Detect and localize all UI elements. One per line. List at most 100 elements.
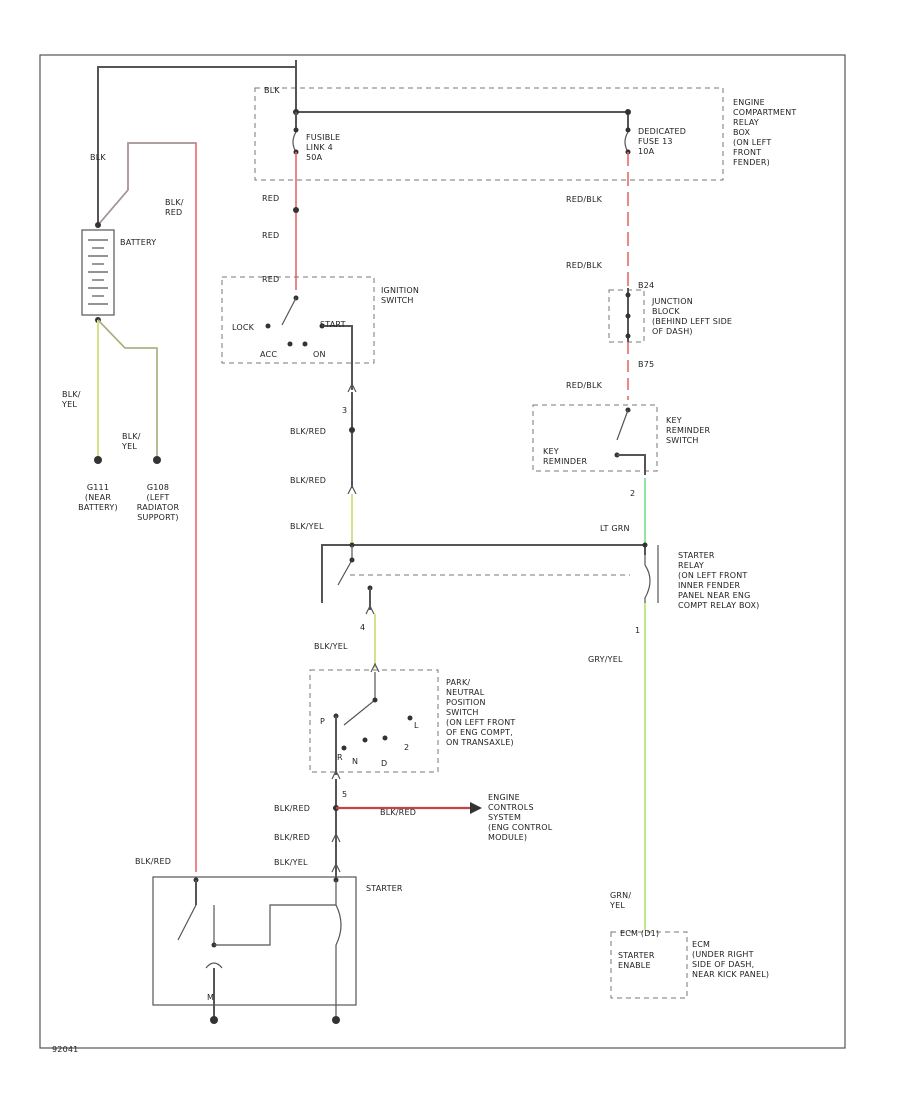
battery-symbol [81,229,115,316]
junction-block-outline [608,289,645,343]
label-lt-grn: LT GRN [600,524,630,533]
fusible-node-top [293,127,299,133]
label-diagram-id: 92041 [52,1045,78,1054]
key-reminder-outline [532,404,658,472]
wire-key-reminder-out [617,454,646,475]
label-red-blk-3: RED/BLK [566,381,603,390]
label-start: START [320,320,346,329]
connector-blk-red-2 [347,484,357,495]
label-m-label: M [207,993,214,1002]
label-gry-yel-1: GRY/YEL [588,655,623,664]
label-on: ON [313,350,326,359]
label-red-3: RED [262,275,279,284]
label-pn-n: N [352,757,358,766]
ign-acc-node [287,341,293,347]
starter-solenoid-contact [177,904,197,941]
label-battery: BATTERY [120,238,156,247]
battery-cells [88,239,108,305]
starter-relay-area [322,545,658,603]
ecm-outline [610,931,688,999]
connector-red [293,207,299,213]
ign-connector-icon [347,382,357,393]
label-blk-red-3: BLK/RED [274,804,310,813]
label-blk-yel-1: BLK/YEL [61,390,81,409]
jb-node-2 [625,313,631,319]
starter-internal-wire [214,904,336,946]
fuse-13-symbol [624,131,629,153]
ignition-switch-outline [221,276,375,364]
label-pin-3: 3 [342,406,347,415]
fusible-link-symbol [292,131,297,153]
pn-2-node [382,735,388,741]
relay-bus-node-2 [625,109,631,115]
pn-d-node [362,737,368,743]
label-pin-5: 5 [342,790,347,799]
starter-ground-icon [210,1016,218,1024]
label-pin-1: 1 [635,626,640,635]
label-pn-p: P [320,717,325,726]
label-red-2: RED [262,231,279,240]
label-red-1: RED [262,194,279,203]
label-blk-yel-5: BLK/YEL [274,858,308,867]
label-pin-2: 2 [630,489,635,498]
label-blk-yel-3: BLK/YEL [290,522,324,531]
starter-connector-1 [331,832,341,843]
label-jb-conn-1: B24 [638,281,654,290]
label-red-blk-2: RED/BLK [566,261,603,270]
label-red-blk-1: RED/BLK [566,195,603,204]
relay-connector-icon [365,604,375,615]
label-pn-d: D [381,759,387,768]
key-reminder-contact [616,409,629,441]
label-blk-left: BLK [90,153,106,162]
jb-node-1 [625,292,631,298]
ground-g111-icon [94,456,102,464]
starter-coil [335,880,342,1020]
label-blk-red-4: BLK/RED [274,833,310,842]
label-blk-red-1: BLK/RED [290,427,326,436]
label-ecm-conn: ECM (D1) [620,929,659,938]
jb-node-3 [625,333,631,339]
label-pin-4: 4 [360,623,365,632]
pn-l-node [407,715,413,721]
ground-g108-icon [153,456,161,464]
sr-contact-node [349,557,355,563]
label-blk-yel-4: BLK/YEL [314,642,348,651]
starter-relay-coil [644,555,651,603]
wire-battery-blk [97,60,297,225]
starter-relay-contact [337,545,353,586]
wire-ign-start [322,325,353,390]
fuse-node-top [625,127,631,133]
pn-switch-outline [309,669,439,773]
wire-ground-g108-outline [97,319,158,458]
label-starter: STARTER [366,884,403,893]
sr-node-2 [642,542,648,548]
starter-ground-icon-2 [332,1016,340,1024]
label-blk-red-batt: BLK/RED [165,198,184,217]
wire-relay-bus [295,67,629,130]
label-blk-top: BLK [264,86,280,95]
ign-lock-node [265,323,271,329]
label-acc: ACC [260,350,277,359]
ign-on-node [302,341,308,347]
diagram-frame [39,54,846,1049]
connector-blk-red [349,427,355,433]
starter-outline [152,876,357,1006]
label-jb-conn-2: B75 [638,360,654,369]
pn-connector-top [370,662,380,673]
label-blk-red-5: BLK/RED [380,808,416,817]
starter-connector-2 [331,862,341,873]
label-blk-red-starter: BLK/RED [135,857,171,866]
label-blk-yel-2: BLK/YEL [121,432,141,451]
